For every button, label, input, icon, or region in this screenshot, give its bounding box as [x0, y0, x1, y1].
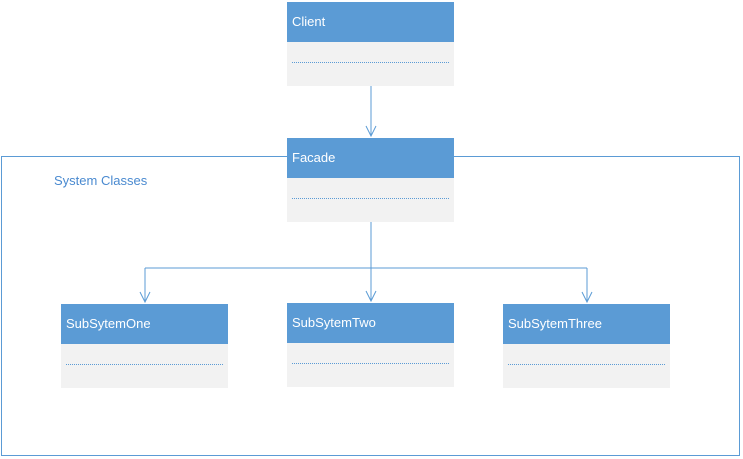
- class-subsystem-one[interactable]: SubSytemOne: [61, 304, 228, 388]
- class-facade-divider: [292, 198, 449, 199]
- class-subsystem-three-name: SubSytemThree: [503, 304, 670, 344]
- class-subsystem-one-name: SubSytemOne: [61, 304, 228, 344]
- class-facade-name: Facade: [287, 138, 454, 178]
- class-client[interactable]: Client: [287, 2, 454, 86]
- arrowhead-facade-icon: [365, 125, 377, 138]
- class-client-body: [287, 42, 454, 86]
- class-subsystem-two-name: SubSytemTwo: [287, 303, 454, 343]
- class-subsystem-one-divider: [66, 364, 223, 365]
- arrowhead-subsystem-one-icon: [139, 291, 151, 304]
- arrowhead-subsystem-three-icon: [581, 291, 593, 304]
- class-subsystem-two-body: [287, 343, 454, 387]
- class-subsystem-two-divider: [292, 363, 449, 364]
- system-classes-label: System Classes: [54, 173, 148, 188]
- class-subsystem-three-divider: [508, 364, 665, 365]
- class-facade-body: [287, 178, 454, 222]
- class-subsystem-three-body: [503, 344, 670, 388]
- class-subsystem-one-body: [61, 344, 228, 388]
- class-client-name: Client: [287, 2, 454, 42]
- class-subsystem-three[interactable]: SubSytemThree: [503, 304, 670, 388]
- arrowhead-subsystem-two-icon: [365, 290, 377, 303]
- class-subsystem-two[interactable]: SubSytemTwo: [287, 303, 454, 387]
- class-client-divider: [292, 62, 449, 63]
- class-facade[interactable]: Facade: [287, 138, 454, 222]
